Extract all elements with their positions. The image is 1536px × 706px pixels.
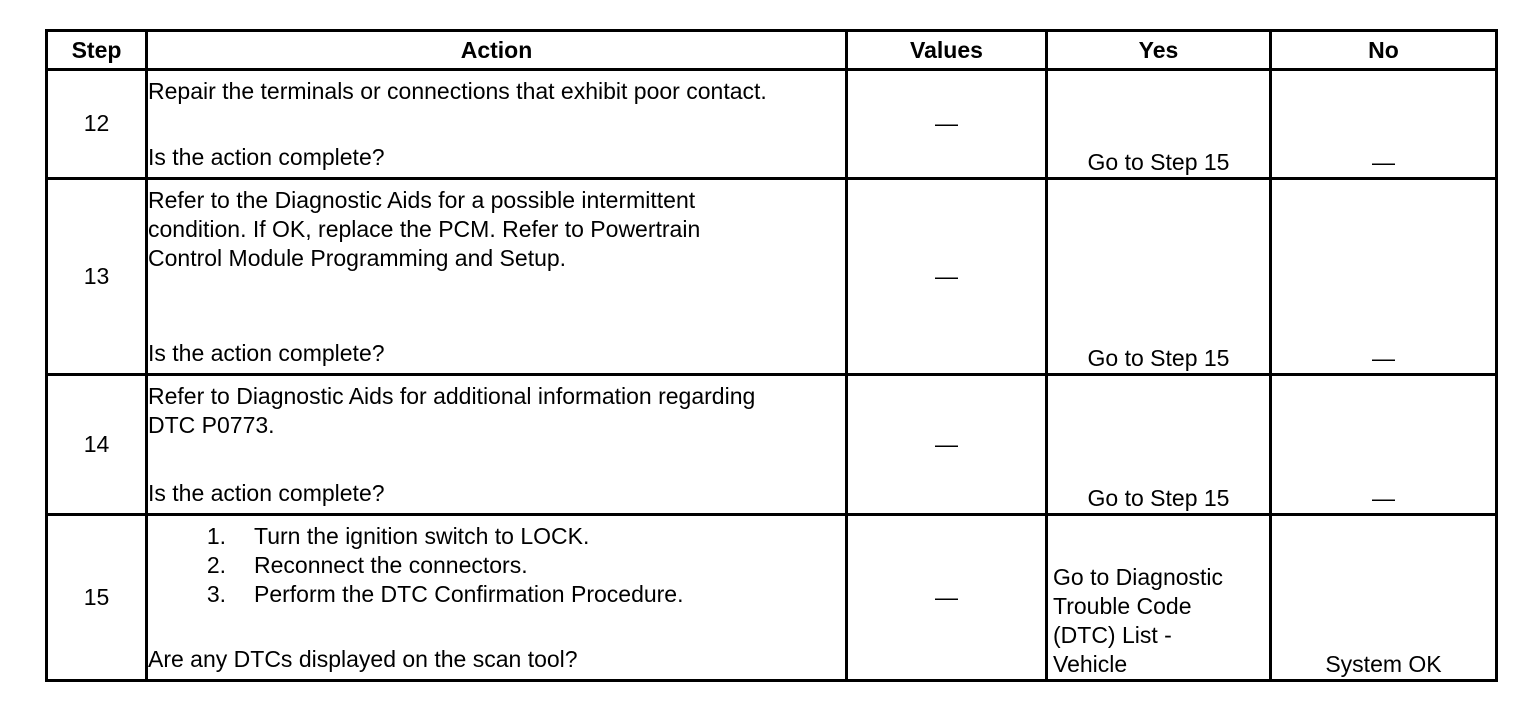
action-cell: Refer to the Diagnostic Aids for a possi… [145, 176, 848, 377]
action-cell: Refer to Diagnostic Aids for additional … [145, 373, 848, 516]
yes-cell: Go to Step 15 [1045, 373, 1272, 516]
action-text: DTC P0773. [148, 412, 275, 439]
values-cell: — [845, 373, 1048, 516]
values-cell: — [845, 176, 1048, 377]
list-item-text: Reconnect the connectors. [254, 551, 528, 578]
no-cell: System OK [1269, 512, 1498, 683]
action-text: Repair the terminals or connections that… [148, 78, 767, 104]
yes-text-line: (DTC) List - [1053, 622, 1172, 648]
goto-step-link[interactable]: Go to Step 15 [1087, 345, 1230, 372]
action-text: condition. If OK, replace the PCM. Refer… [148, 215, 701, 242]
yes-cell: Go to Diagnostic Trouble Code (DTC) List… [1045, 512, 1272, 683]
table-row: 15 1. Turn the ignition switch to LOCK. … [45, 512, 1498, 683]
action-text: Refer to Diagnostic Aids for additional … [148, 383, 756, 410]
step-number: 13 [45, 176, 148, 377]
action-text: Control Module Programming and Setup. [148, 244, 567, 271]
list-item-number: 3. [206, 580, 226, 607]
action-text: Refer to the Diagnostic Aids for a possi… [148, 186, 696, 213]
action-cell: 1. Turn the ignition switch to LOCK. 2. … [145, 512, 848, 683]
values-cell: — [845, 512, 1048, 683]
action-question: Is the action complete? [148, 340, 385, 367]
action-question: Are any DTCs displayed on the scan tool? [148, 646, 578, 672]
header-step: Step [45, 29, 148, 71]
no-cell: — [1269, 373, 1498, 516]
header-values: Values [845, 29, 1048, 71]
step-number: 14 [45, 373, 148, 516]
action-question: Is the action complete? [148, 143, 385, 170]
diagnostic-table: Step Action Values Yes No 12 Repair the … [45, 29, 1498, 683]
dtc-list-link[interactable]: Go to Diagnostic Trouble Code (DTC) List… [1053, 563, 1269, 679]
yes-text-line: Trouble Code [1053, 593, 1192, 619]
header-action: Action [145, 29, 848, 71]
procedure-list: 1. Turn the ignition switch to LOCK. 2. … [148, 522, 845, 609]
table-row: 13 Refer to the Diagnostic Aids for a po… [45, 176, 1498, 377]
list-item: 1. Turn the ignition switch to LOCK. [148, 522, 845, 551]
table-row: 12 Repair the terminals or connections t… [45, 68, 1498, 180]
no-cell: — [1269, 176, 1498, 377]
no-cell: — [1269, 68, 1498, 180]
header-yes: Yes [1045, 29, 1272, 71]
header-no: No [1269, 29, 1498, 71]
values-cell: — [845, 68, 1048, 180]
yes-cell: Go to Step 15 [1045, 176, 1272, 377]
list-item: 3. Perform the DTC Confirmation Procedur… [148, 580, 845, 609]
list-item-number: 2. [206, 551, 226, 578]
goto-step-link[interactable]: Go to Step 15 [1087, 484, 1230, 511]
table-row: 14 Refer to Diagnostic Aids for addition… [45, 373, 1498, 516]
action-cell: Repair the terminals or connections that… [145, 68, 848, 180]
yes-cell: Go to Step 15 [1045, 68, 1272, 180]
list-item-text: Perform the DTC Confirmation Procedure. [254, 580, 684, 607]
list-item: 2. Reconnect the connectors. [148, 551, 845, 580]
step-number: 12 [45, 68, 148, 180]
action-question: Is the action complete? [148, 479, 385, 506]
list-item-text: Turn the ignition switch to LOCK. [254, 522, 590, 549]
header-row: Step Action Values Yes No [45, 29, 1498, 71]
yes-text-line: Vehicle [1053, 651, 1128, 677]
list-item-number: 1. [206, 522, 226, 549]
step-number: 15 [45, 512, 148, 683]
goto-step-link[interactable]: Go to Step 15 [1087, 148, 1230, 175]
yes-text-line: Go to Diagnostic [1053, 564, 1224, 590]
